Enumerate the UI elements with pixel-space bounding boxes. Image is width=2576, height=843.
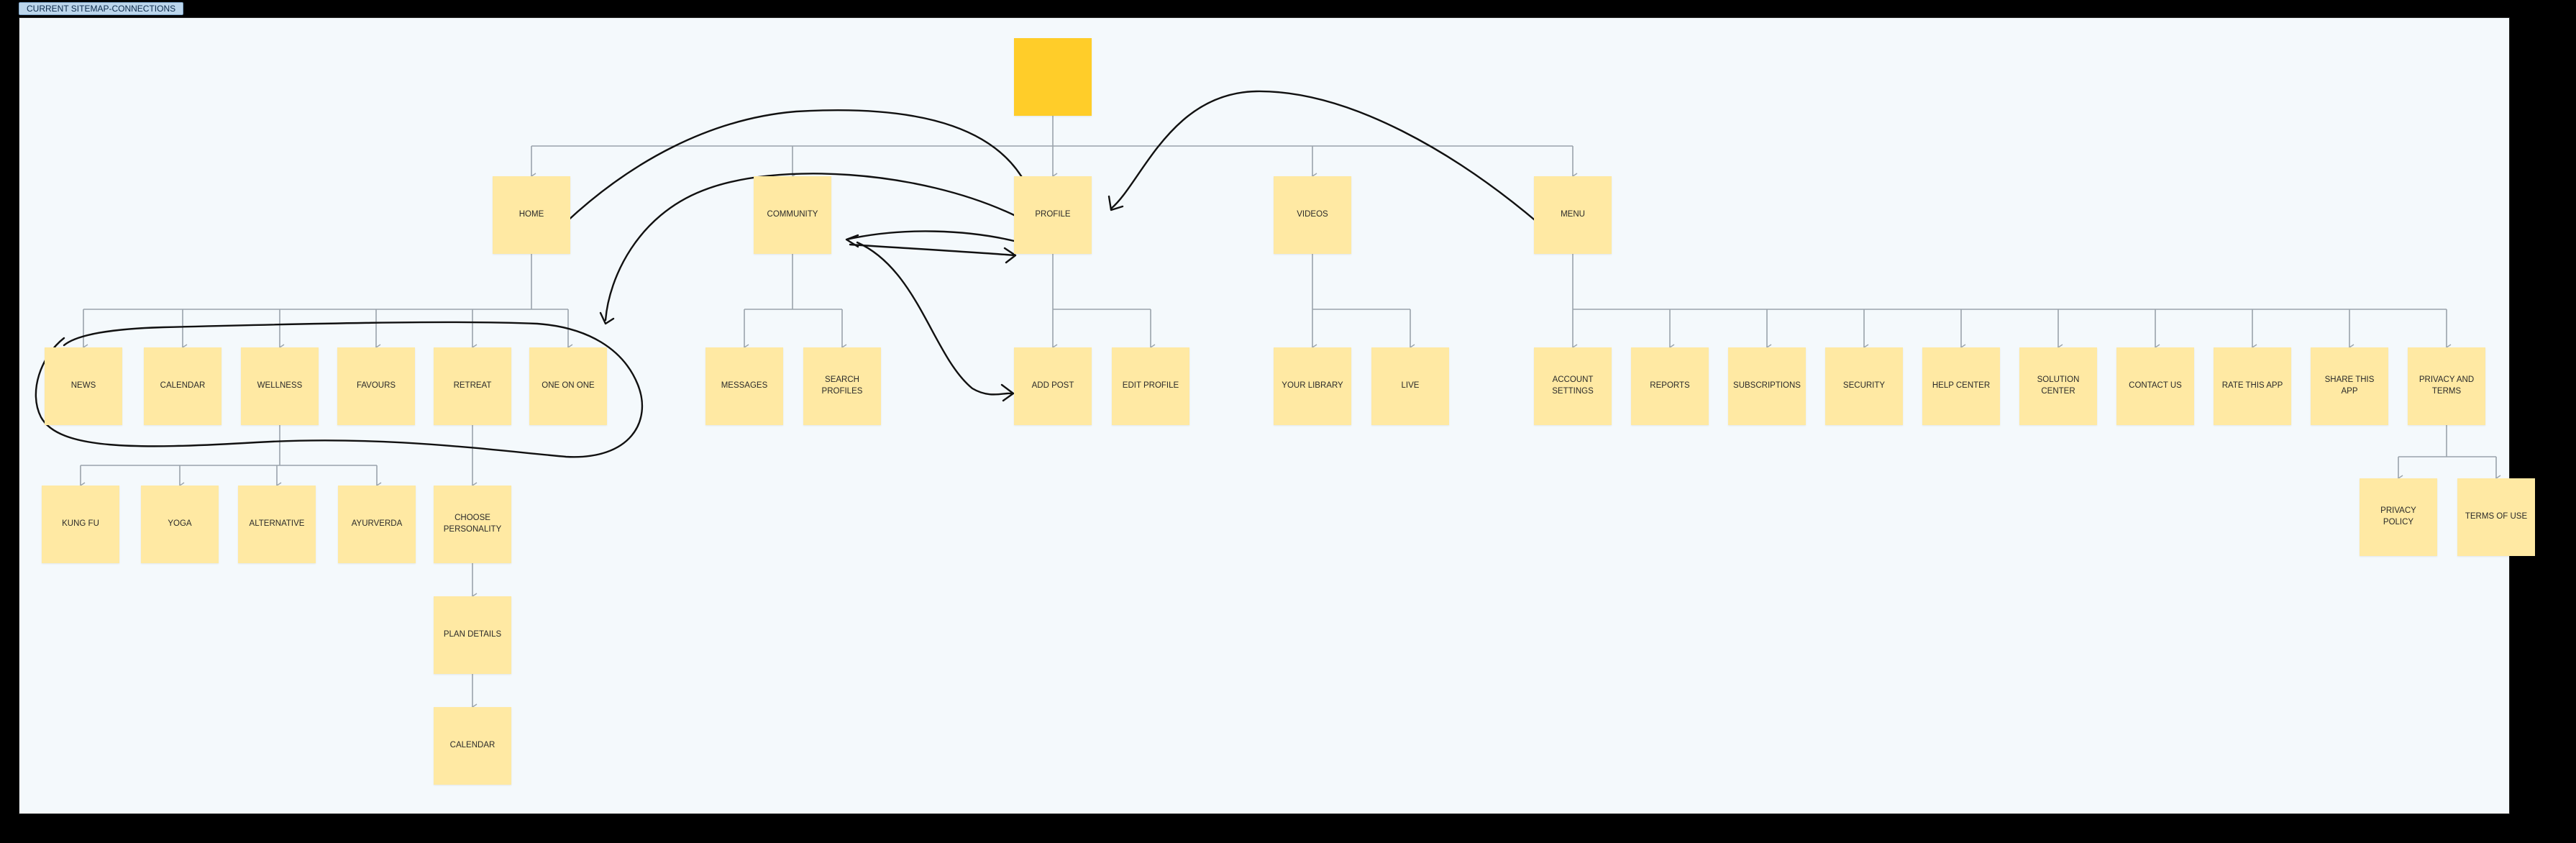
root-note[interactable] — [1014, 38, 1092, 116]
sitemap-canvas[interactable]: HOME COMMUNITY PROFILE VIDEOS MENU NEWS … — [19, 17, 2535, 814]
note-kung-fu[interactable]: KUNG FU — [42, 486, 119, 563]
note-share-this-app[interactable]: SHARE THIS APP — [2311, 347, 2388, 425]
note-terms-of-use[interactable]: TERMS OF USE — [2457, 478, 2535, 556]
frame-title-tab[interactable]: CURRENT SITEMAP-CONNECTIONS — [19, 2, 184, 15]
note-privacy-and-terms[interactable]: PRIVACY AND TERMS — [2408, 347, 2485, 425]
note-yoga[interactable]: YOGA — [141, 486, 219, 563]
note-contact-us[interactable]: CONTACT US — [2116, 347, 2194, 425]
ink-arrow-profile-to-onefone — [599, 173, 1017, 325]
top-bar — [0, 0, 2576, 16]
note-account-settings[interactable]: ACCOUNT SETTINGS — [1534, 347, 1612, 425]
ink-arrow-community-to-profile — [849, 243, 1017, 264]
note-calendar-retreat[interactable]: CALENDAR — [434, 707, 511, 785]
note-add-post[interactable]: ADD POST — [1014, 347, 1092, 425]
ink-arrow-community-to-addpost — [856, 241, 1015, 402]
note-ayurverda[interactable]: AYURVERDA — [338, 486, 416, 563]
note-help-center[interactable]: HELP CENTER — [1922, 347, 2000, 425]
note-favours[interactable]: FAVOURS — [337, 347, 415, 425]
ink-loop-home-children — [35, 321, 644, 458]
note-search-profiles[interactable]: SEARCH PROFILES — [803, 347, 881, 425]
note-calendar[interactable]: CALENDAR — [144, 347, 221, 425]
note-one-on-one[interactable]: ONE ON ONE — [529, 347, 607, 425]
note-solution-center[interactable]: SOLUTION CENTER — [2019, 347, 2097, 425]
connector-layer — [35, 90, 2501, 711]
note-choose-personality[interactable]: CHOOSE PERSONALITY — [434, 486, 511, 563]
note-retreat[interactable]: RETREAT — [434, 347, 511, 425]
note-home[interactable]: HOME — [493, 176, 570, 254]
note-rate-this-app[interactable]: RATE THIS APP — [2214, 347, 2291, 425]
note-your-library[interactable]: YOUR LIBRARY — [1274, 347, 1351, 425]
note-videos[interactable]: VIDEOS — [1274, 176, 1351, 254]
note-edit-profile[interactable]: EDIT PROFILE — [1112, 347, 1189, 425]
note-subscriptions[interactable]: SUBSCRIPTIONS — [1728, 347, 1806, 425]
note-messages[interactable]: MESSAGES — [705, 347, 783, 425]
ink-arrow-profile-to-community — [845, 230, 1015, 248]
note-privacy-policy[interactable]: PRIVACY POLICY — [2360, 478, 2437, 556]
note-menu[interactable]: MENU — [1534, 176, 1612, 254]
note-security[interactable]: SECURITY — [1825, 347, 1903, 425]
ink-arrow-menu-to-profile — [1107, 90, 1540, 224]
note-reports[interactable]: REPORTS — [1631, 347, 1709, 425]
note-community[interactable]: COMMUNITY — [754, 176, 831, 254]
note-live[interactable]: LIVE — [1371, 347, 1449, 425]
note-news[interactable]: NEWS — [45, 347, 122, 425]
note-plan-details[interactable]: PLAN DETAILS — [434, 596, 511, 674]
note-profile[interactable]: PROFILE — [1014, 176, 1092, 254]
note-wellness[interactable]: WELLNESS — [241, 347, 319, 425]
note-alternative[interactable]: ALTERNATIVE — [238, 486, 316, 563]
